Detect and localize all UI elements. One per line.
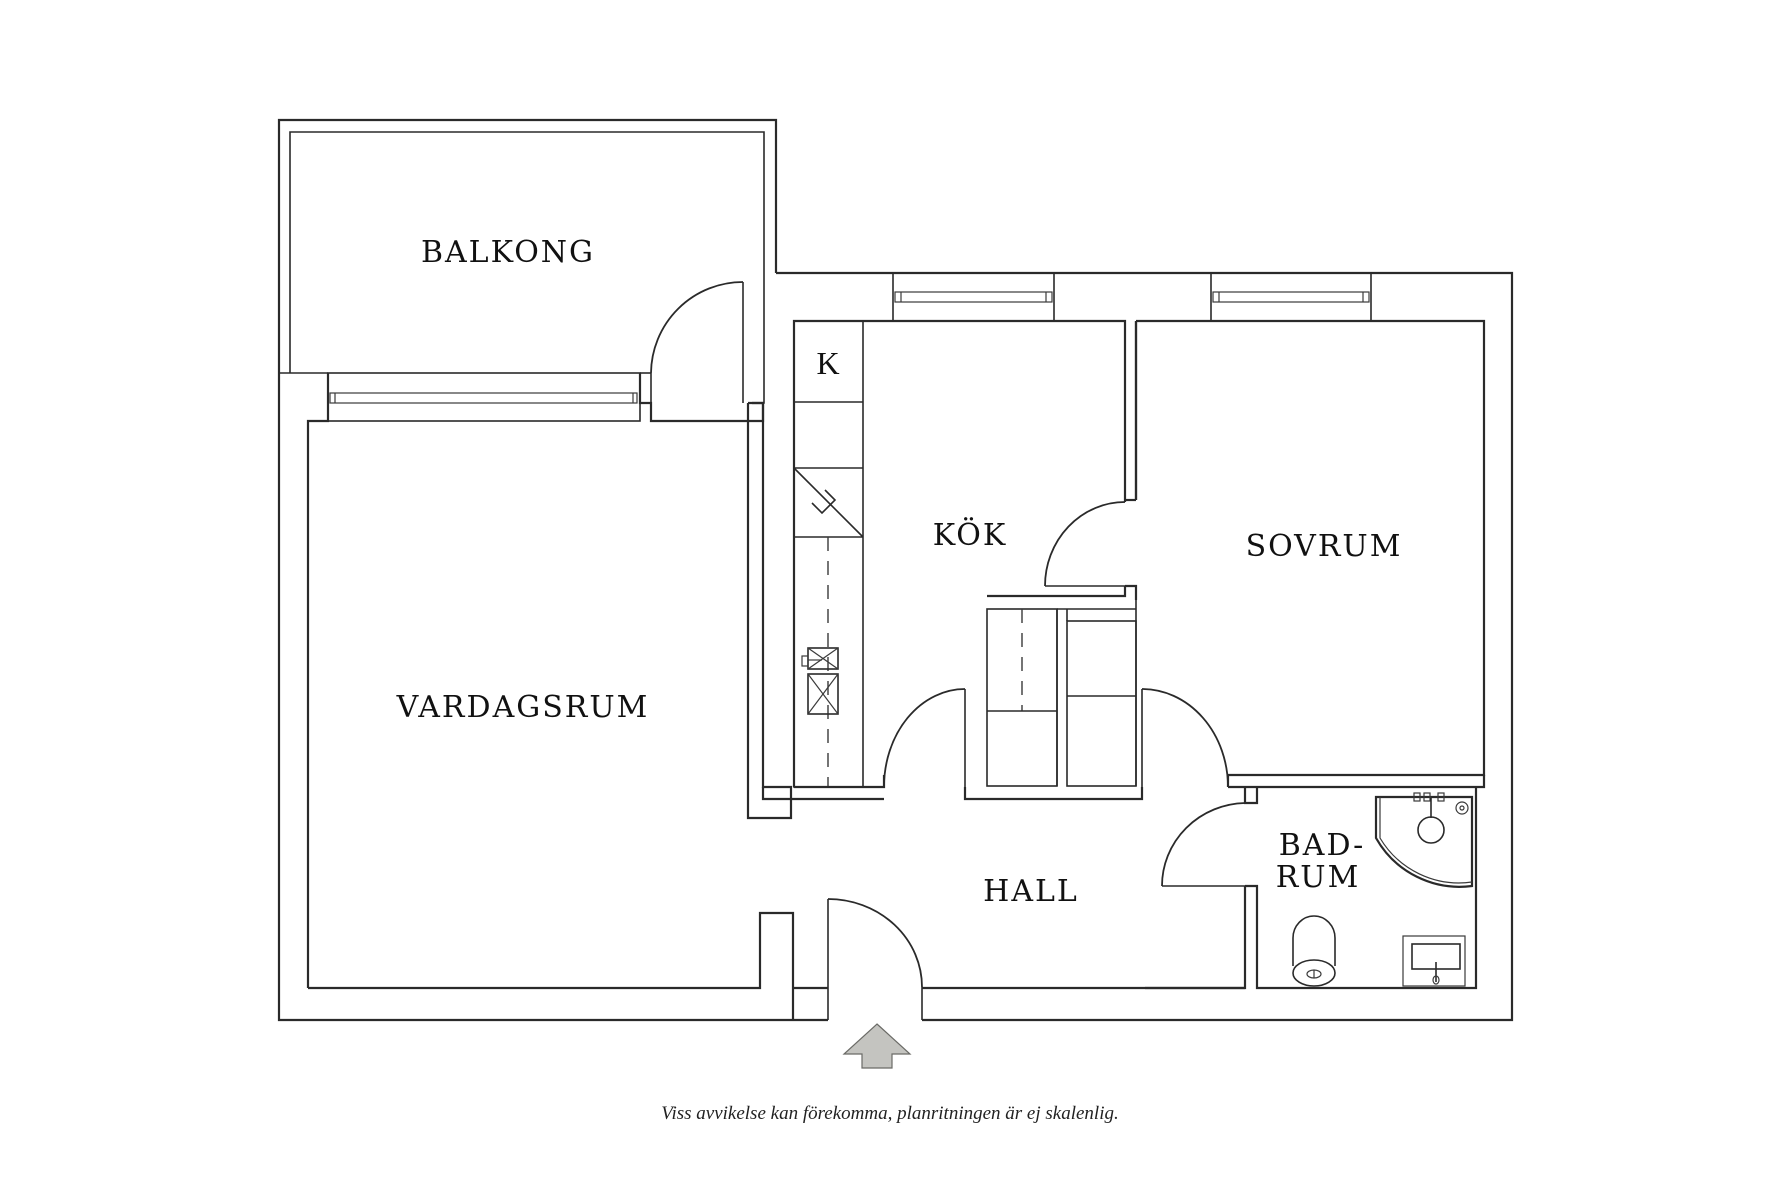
sink-icon xyxy=(801,647,839,715)
room-label-badrum-line1: BAD- xyxy=(1279,828,1365,863)
toilet-icon xyxy=(1292,915,1336,987)
washbasin-icon xyxy=(1402,935,1466,987)
room-label-sovrum: SOVRUM xyxy=(1246,529,1403,564)
room-label-balkong: BALKONG xyxy=(421,235,595,270)
badrum-room: BAD- RUM xyxy=(1145,775,1486,990)
shower-icon xyxy=(1374,792,1474,888)
sovrum-room: SOVRUM xyxy=(1134,319,1486,788)
vardagsrum-room: VARDAGSRUM xyxy=(306,372,795,1020)
room-label-hall: HALL xyxy=(983,874,1079,909)
room-label-badrum-line2: RUM xyxy=(1276,860,1361,895)
exterior-walls xyxy=(277,271,1514,1022)
kok-room: K KÖK xyxy=(761,272,1372,801)
kok-sovrum-wall xyxy=(987,498,1138,600)
room-label-vardagsrum: VARDAGSRUM xyxy=(396,690,650,725)
kitchen-counter: K xyxy=(793,320,864,788)
room-label-kok: KÖK xyxy=(933,517,1008,553)
hall-wardrobes xyxy=(963,600,1144,801)
fridge-k-label: K xyxy=(816,345,839,381)
entrance-arrow-icon xyxy=(842,1023,912,1069)
disclaimer-text: Viss avvikelse kan förekomma, planritnin… xyxy=(661,1103,1118,1124)
hall-room: HALL xyxy=(793,874,1245,1020)
